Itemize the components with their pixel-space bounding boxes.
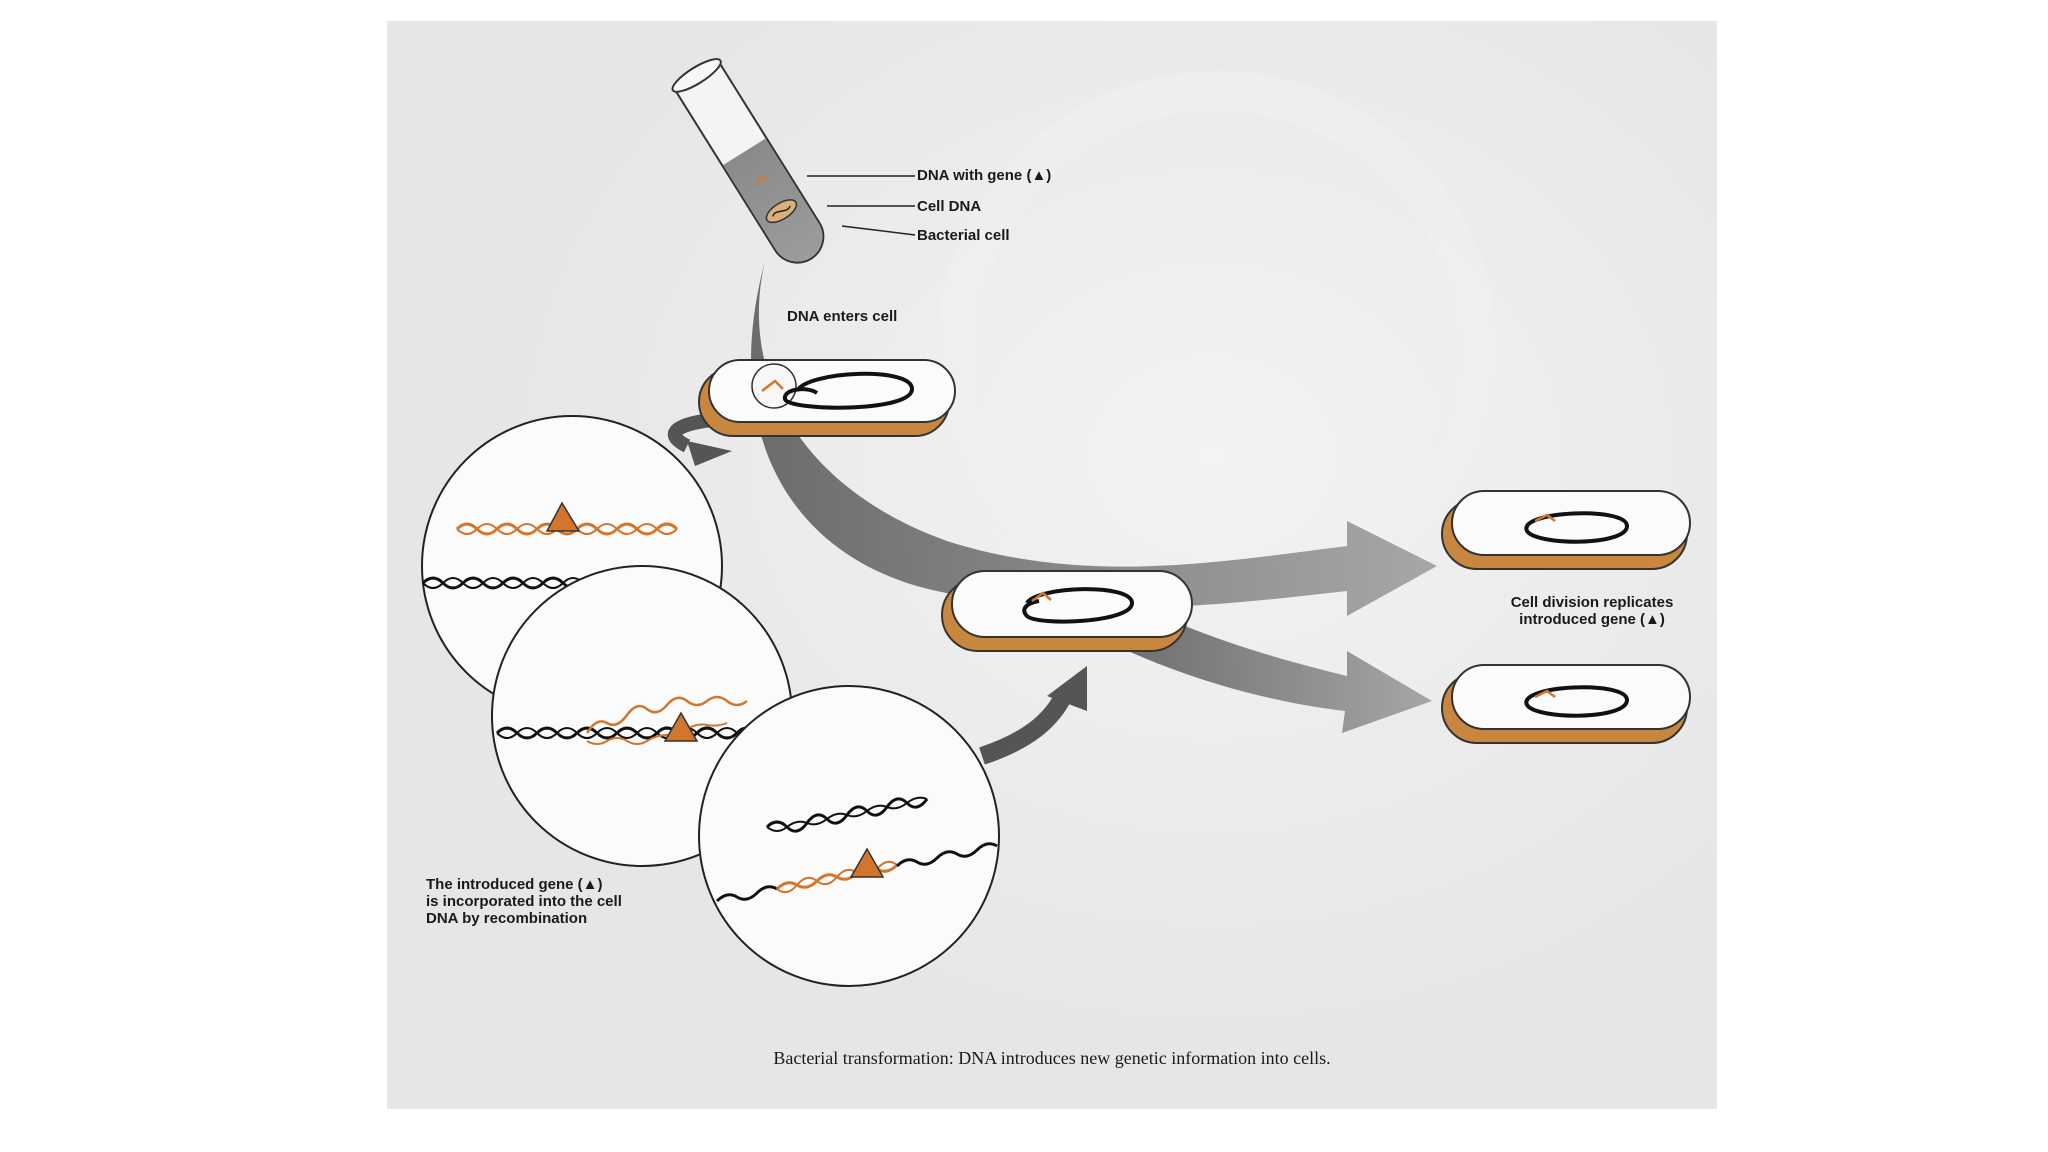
gene-triangle-3 (849, 847, 885, 878)
bacterial-cell-entering (698, 359, 956, 437)
label-cell-division-line1: Cell division replicates (1510, 594, 1674, 611)
dna-fragment-in-tube (755, 174, 770, 187)
label-cell-dna: Cell DNA (917, 198, 982, 215)
label-dna-enters-cell: DNA enters cell (787, 308, 898, 325)
bacterial-cell-transformed (941, 570, 1193, 652)
arrow-to-zoom (687, 441, 732, 466)
label-cell-division: Cell division replicates introduced gene… (1477, 594, 1707, 628)
curved-arrow-bottom (1107, 591, 1432, 733)
label-dna-with-gene: DNA with gene (▲) (917, 167, 1052, 184)
label-cell-division-line2: introduced gene (▲) (1519, 611, 1665, 628)
gene-triangle-1 (545, 501, 581, 532)
gene-triangle-2 (663, 711, 699, 742)
cell-dna-in-tube (772, 205, 791, 217)
zoom-circle-3 (698, 685, 1000, 987)
bacterial-transformation-figure: DNA with gene (▲) Cell DNA Bacterial cel… (387, 21, 1717, 1109)
leader-lines (807, 175, 916, 236)
figure-caption: Bacterial transformation: DNA introduces… (773, 1048, 1331, 1068)
daughter-cell-bottom (1441, 664, 1691, 744)
diagram-canvas (387, 21, 1717, 1109)
daughter-cell-top (1441, 490, 1691, 570)
test-tube (671, 58, 825, 264)
arrow-to-cell (1047, 666, 1087, 711)
curved-arrow-top (751, 261, 1437, 616)
label-bacterial-cell: Bacterial cell (917, 227, 1010, 244)
label-recombination: The introduced gene (▲) is incorporated … (426, 876, 622, 927)
